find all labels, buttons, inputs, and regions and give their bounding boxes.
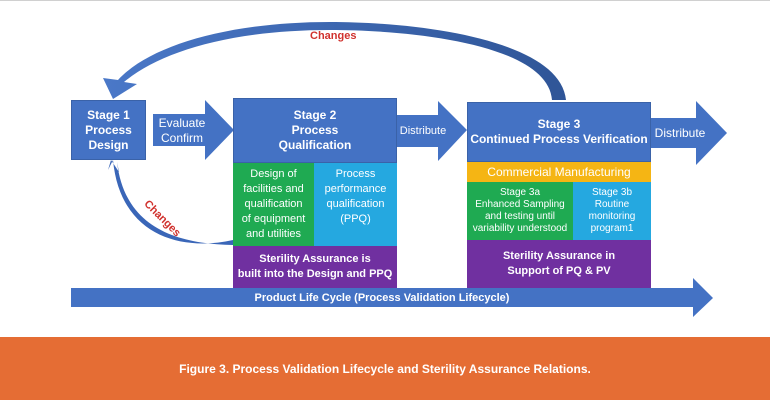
commercial-text: Commercial Manufacturing [487,165,631,179]
lifecycle-label: Product Life Cycle (Process Validation L… [254,292,510,304]
sterility-text: built into the Design and PPQ [237,268,393,280]
stage2-title: Stage 2 [293,108,337,122]
cell-text: performance [324,183,387,195]
top-border [0,0,770,1]
stage1-title: Stage 1 [87,107,130,122]
distribute-arrow-2 [650,101,727,165]
evaluate-confirm-arrow [153,100,234,160]
sterility-text: Support of PQ & PV [507,265,611,277]
cell-text: and utilities [245,228,302,240]
commercial-manufacturing-bar: Commercial Manufacturing [467,162,651,182]
cell-text: variability understood [472,223,568,234]
cell-text: Stage 3a [499,187,541,198]
arrows-layer [71,22,727,317]
distribute-label-1: Distribute [399,125,447,137]
stage2-box: Stage 2 Process Qualification [233,98,397,163]
confirm-text: Confirm [160,131,203,145]
cell-text: Enhanced Sampling [475,199,565,210]
cell-text: Stage 3b [591,187,633,198]
stage3b-cell: Stage 3b Routine monitoring program1 [573,182,651,240]
stage1-box: Stage 1 Process Design [71,100,146,160]
cell-text: (PPQ) [340,213,371,225]
cell-text: Design of [250,168,297,180]
stage2-ppq-cell: Process performance qualification (PPQ) [314,163,397,246]
stage1-line3: Design [88,137,129,152]
stage3-box: Stage 3 Continued Process Verification [467,102,651,162]
cell-text: program1 [590,223,634,234]
distribute-arrow-1 [396,101,467,161]
stage3a-cell: Stage 3a Enhanced Sampling and testing u… [467,182,573,240]
stage2-line3: Qualification [278,138,352,152]
cell-text: of equipment [241,213,306,225]
stage3-title: Stage 3 [537,117,581,131]
changes-top-label: Changes [310,30,357,42]
figure-caption: Figure 3. Process Validation Lifecycle a… [179,361,591,376]
cell-text: monitoring [588,211,636,222]
evaluate-text: Evaluate [158,116,206,130]
distribute-label-2: Distribute [654,126,706,140]
lifecycle-arrow [71,278,713,317]
stage1-line2: Process [85,122,132,137]
figure-caption-banner: Figure 3. Process Validation Lifecycle a… [0,337,770,400]
stage3-line2: Continued Process Verification [470,132,648,146]
stage2-facilities-cell: Design of facilities and qualification o… [233,163,314,246]
cell-text: qualification [326,198,385,210]
cell-text: qualification [244,198,303,210]
cell-text: facilities and [243,183,304,195]
sterility-text: Sterility Assurance is [259,253,371,265]
cell-text: and testing until [484,211,556,222]
stage2-line2: Process [291,123,339,137]
cell-text: Process [335,168,376,180]
stage2-sterility-box: Sterility Assurance is built into the De… [233,246,397,288]
evaluate-confirm-label: Evaluate Confirm [156,116,208,146]
stage3-sterility-box: Sterility Assurance in Support of PQ & P… [467,240,651,288]
cell-text: Routine [594,199,630,210]
sterility-text: Sterility Assurance in [502,250,616,262]
